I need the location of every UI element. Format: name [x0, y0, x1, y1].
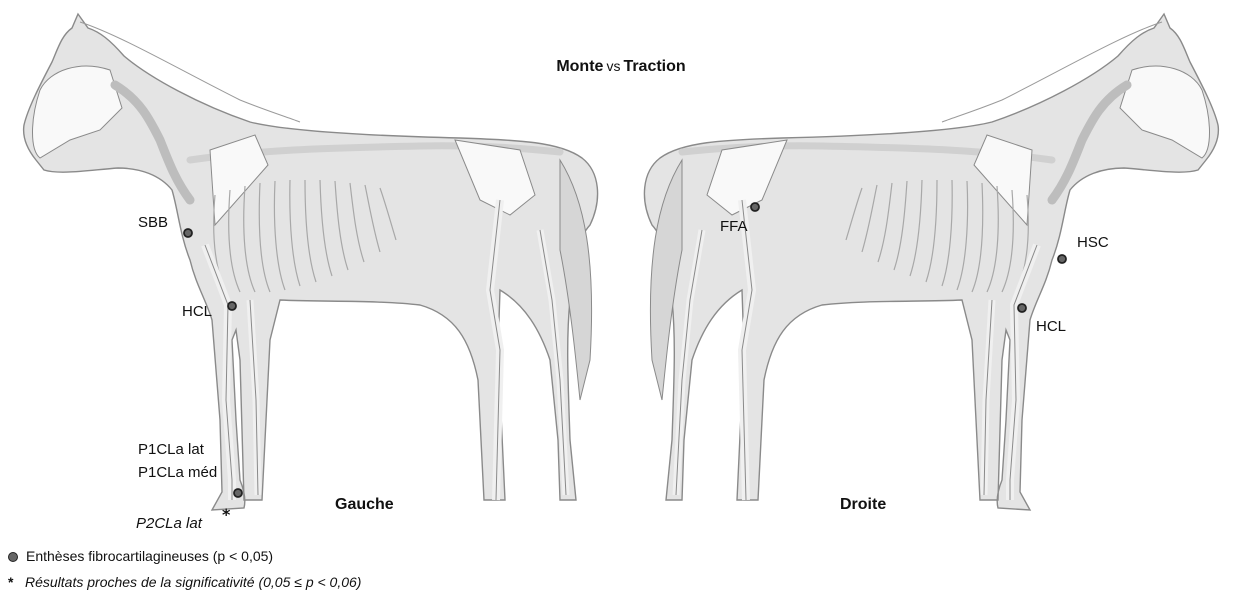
marker-hsc [1058, 255, 1066, 263]
title-part1: Monte [556, 58, 603, 75]
label-p1cla-lat: P1CLa lat [138, 441, 204, 459]
legend-significant-text: Enthèses fibrocartilagineuses (p < 0,05) [26, 548, 273, 564]
side-label-right: Droite [840, 496, 886, 514]
horse-right [644, 14, 1218, 510]
marker-hcl-left [228, 302, 236, 310]
horse-left [24, 14, 598, 510]
asterisk-icon: * [222, 505, 231, 524]
label-p1cla-med: P1CLa méd [138, 464, 217, 482]
label-ffa: FFA [720, 218, 748, 236]
legend-item-significant: Enthèses fibrocartilagineuses (p < 0,05) [8, 548, 273, 564]
asterisk-legend-icon: * [8, 574, 20, 590]
marker-hcl-right [1018, 304, 1026, 312]
filled-circle-icon [8, 552, 18, 562]
label-sbb: SBB [138, 214, 168, 232]
marker-p1cla [234, 489, 242, 497]
side-label-left: Gauche [335, 496, 394, 514]
label-hcl-right: HCL [1036, 318, 1066, 336]
label-hcl-left: HCL [182, 303, 212, 321]
title-vs: vs [606, 58, 620, 74]
legend-near-text: Résultats proches de la significativité … [25, 574, 361, 590]
label-hsc: HSC [1077, 234, 1109, 252]
legend-item-near: * Résultats proches de la significativité… [8, 574, 361, 590]
marker-sbb [184, 229, 192, 237]
marker-ffa [751, 203, 759, 211]
label-p2cla-lat: P2CLa lat [136, 515, 202, 533]
title-part2: Traction [623, 58, 685, 75]
